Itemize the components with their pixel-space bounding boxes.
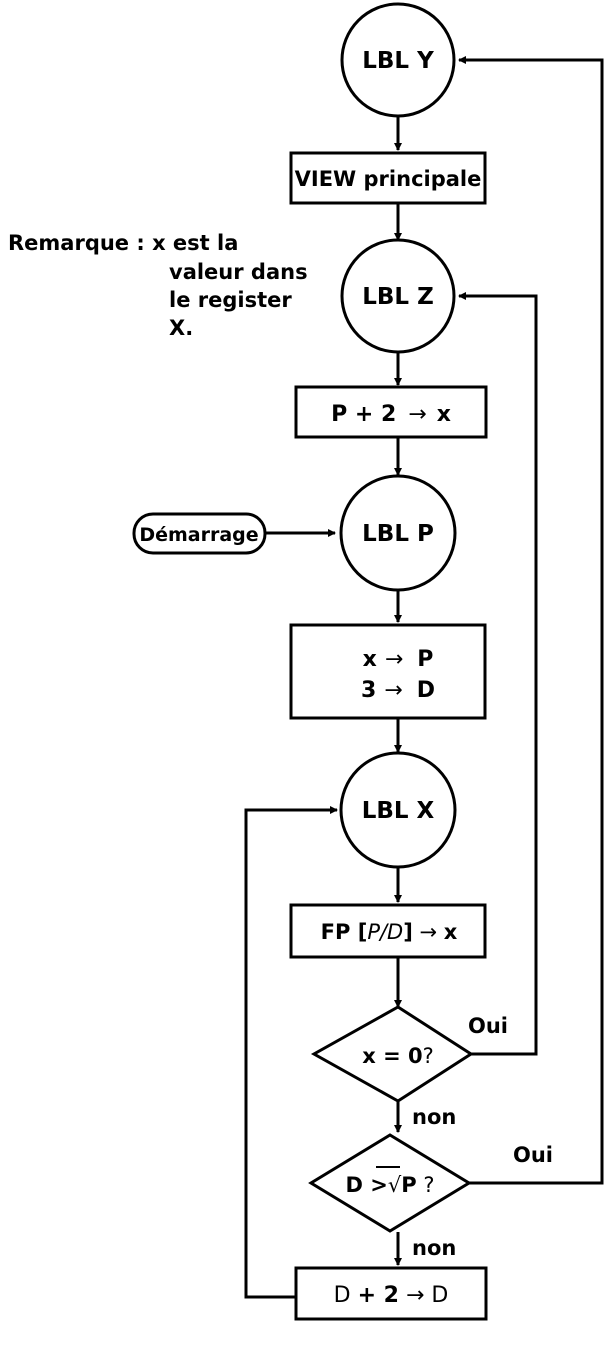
label-circle — [340, 2, 456, 118]
process-box — [289, 903, 487, 959]
loop-back-to-lblx — [244, 806, 338, 1299]
assign-1-left: x — [363, 647, 377, 672]
assign-1-arrow: → — [385, 647, 403, 672]
process-box — [289, 151, 487, 205]
node-assign-block: x → P 3 → D — [289, 623, 487, 720]
decision-x0-zero: 0 — [408, 1044, 423, 1068]
node-demarrage: Démarrage — [132, 512, 267, 555]
decision-d-d: D — [346, 1173, 363, 1197]
node-lbl-x: LBL X — [339, 751, 457, 869]
fp-expr: P/D — [367, 920, 403, 944]
d-plus-2-d2: D — [431, 1283, 448, 1308]
decision-x0-left: x = — [362, 1044, 408, 1068]
demarrage-text: Démarrage — [139, 524, 258, 546]
label-non-2: non — [412, 1236, 456, 1260]
branch-labels: Oui non Oui non — [412, 1014, 553, 1260]
node-p-plus-2: P + 2 → x — [294, 385, 488, 439]
node-lbl-p: LBL P — [339, 474, 457, 592]
lbl-x-text: LBL X — [362, 798, 435, 824]
decision-d-sqrt: √ — [388, 1173, 402, 1197]
d-plus-2-plus2: + 2 — [358, 1283, 399, 1308]
view-principale-text: VIEW principale — [295, 167, 482, 191]
assign-2-right: D — [417, 678, 435, 703]
assign-2-left: 3 — [361, 678, 376, 703]
decision-d-q: ? — [417, 1173, 435, 1197]
process-box — [294, 385, 488, 439]
node-fp-step: FP [P/D] → x — [289, 903, 487, 959]
fp-close: ] — [403, 920, 413, 944]
assign-2-arrow: → — [384, 678, 402, 703]
node-decision-x-zero: x = 0? — [310, 1005, 474, 1103]
remark-line-2: valeur dans — [169, 260, 308, 284]
remark-line-1: Remarque : x est la — [8, 231, 238, 255]
fp-arrow: → — [413, 920, 444, 944]
decision-d-p: P — [401, 1173, 416, 1197]
decision-d-gt: > — [363, 1173, 388, 1197]
label-circle — [340, 238, 456, 354]
node-lbl-z: LBL Z — [340, 238, 456, 354]
label-circle — [339, 474, 457, 592]
decision-diamond — [310, 1005, 474, 1103]
process-box — [289, 623, 487, 720]
loop-yes-to-lblz — [458, 292, 538, 1056]
p-plus-2-arrow: → — [408, 402, 426, 427]
fp-open: [ — [358, 920, 368, 944]
node-lbl-y: LBL Y — [340, 2, 456, 118]
label-oui-2: Oui — [513, 1143, 553, 1167]
remark-line-4: X. — [169, 316, 193, 340]
lbl-p-text: LBL P — [362, 521, 434, 547]
fp-text: FP [P/D] → x — [321, 920, 458, 944]
p-plus-2-right: x — [437, 402, 451, 427]
fp-right: x — [444, 920, 458, 944]
connectors — [244, 56, 604, 1299]
decision-x0-text: x = 0? — [362, 1044, 434, 1068]
start-terminal — [132, 512, 267, 555]
decision-diamond — [308, 1133, 472, 1233]
assign-line-2: 3 → D — [361, 678, 435, 703]
label-circle — [339, 751, 457, 869]
lbl-z-text: LBL Z — [362, 284, 434, 310]
lbl-y-text: LBL Y — [362, 48, 434, 74]
d-plus-2-text: D + 2 → D — [334, 1283, 449, 1308]
p-plus-2-text: P + 2 → x — [331, 402, 451, 427]
d-plus-2-d1: D — [334, 1283, 358, 1308]
fp-label: FP — [321, 920, 358, 944]
node-decision-d-sqrt: D >√P ? — [308, 1133, 472, 1233]
d-plus-2-arrow: → — [399, 1283, 431, 1308]
p-plus-2-left: P + 2 — [331, 402, 396, 427]
node-view-principale: VIEW principale — [289, 151, 487, 205]
loop-yes-to-lbly — [458, 56, 604, 1185]
assign-line-1: x → P — [363, 647, 434, 672]
decision-x0-q: ? — [423, 1044, 434, 1068]
assign-1-right: P — [417, 647, 433, 672]
process-box — [294, 1266, 488, 1321]
remark: Remarque : x est la valeur dans le regis… — [8, 231, 308, 340]
label-non-1: non — [412, 1105, 456, 1129]
remark-line-3: le register — [169, 288, 292, 312]
decision-d-text: D >√P ? — [346, 1173, 435, 1197]
label-oui-1: Oui — [468, 1014, 508, 1038]
node-d-plus-2: D + 2 → D — [294, 1266, 488, 1321]
